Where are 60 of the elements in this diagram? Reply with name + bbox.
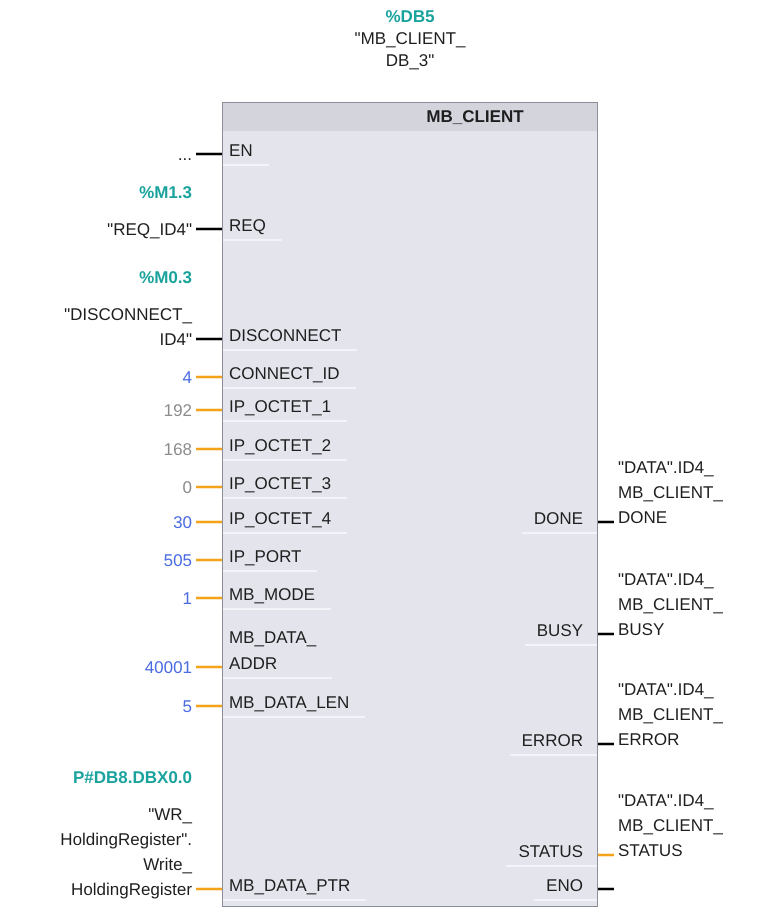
pin-label: IP_OCTET_4 [223, 506, 348, 534]
connection-line [196, 888, 222, 890]
pin-label: DISCONNECT [223, 323, 358, 351]
constant-value: 5 [182, 696, 192, 718]
connection-line [196, 520, 222, 524]
connection-line [196, 666, 222, 668]
connection-line [196, 704, 222, 708]
pin-label: MB_DATA_LEN [223, 690, 366, 718]
pin-label: EN [223, 138, 269, 166]
pin-label: ERROR [510, 728, 597, 756]
pin-label: MB_DATA_ ADDR [223, 625, 332, 679]
connection-line [196, 408, 222, 412]
block-title: MB_CLIENT [223, 103, 597, 131]
instance-db-address: %DB5 [385, 6, 435, 28]
pin-label: IP_OCTET_2 [223, 433, 348, 461]
constant-value: 505 [164, 550, 192, 572]
connection-line [598, 520, 614, 524]
connection-line [598, 742, 614, 746]
constant-value: 40001 [144, 657, 192, 679]
connection-line [196, 448, 222, 450]
tag-name: "DATA".ID4_ MB_CLIENT_ ERROR [618, 679, 723, 751]
pin-label: REQ [223, 213, 282, 241]
pin-label: BUSY [524, 618, 597, 646]
connection-line [196, 228, 222, 230]
tag-name: ... [178, 144, 192, 166]
pin-label: IP_OCTET_1 [223, 394, 348, 422]
pin-label: MB_MODE [223, 582, 331, 610]
tag-name: "DATA".ID4_ MB_CLIENT_ STATUS [618, 790, 723, 862]
pin-label: IP_OCTET_3 [223, 471, 348, 499]
tag-name: "WR_ HoldingRegister". Write_ HoldingRegister [60, 804, 192, 901]
constant-value: 192 [164, 400, 192, 422]
function-block [222, 102, 598, 907]
connection-line [196, 376, 222, 378]
tag-name: "DATA".ID4_ MB_CLIENT_ BUSY [618, 569, 723, 641]
connection-line [196, 596, 222, 600]
constant-value: 0 [182, 477, 192, 499]
connection-line [196, 152, 222, 156]
pin-label: STATUS [506, 839, 597, 867]
constant-value: 168 [164, 439, 192, 461]
connection-line [598, 888, 614, 890]
pin-label: ENO [534, 873, 597, 901]
tag-name: "DISCONNECT_ ID4" [64, 304, 192, 351]
connection-line [196, 338, 222, 340]
connection-line [196, 558, 222, 562]
instance-db-name: "MB_CLIENT_ DB_3" [354, 28, 466, 72]
connection-line [598, 854, 614, 856]
pin-label: MB_DATA_PTR [223, 873, 366, 901]
constant-value: 30 [173, 512, 192, 534]
tag-address: %M1.3 [139, 182, 192, 204]
connection-line [598, 632, 614, 636]
pin-label: IP_PORT [223, 544, 318, 572]
pin-label: CONNECT_ID [223, 361, 356, 389]
tag-address: P#DB8.DBX0.0 [72, 767, 192, 789]
connection-line [196, 486, 222, 488]
constant-value: 1 [182, 588, 192, 610]
pin-label: DONE [522, 506, 597, 534]
tag-name: "REQ_ID4" [107, 219, 192, 241]
constant-value: 4 [182, 367, 192, 389]
tag-address: %M0.3 [139, 267, 192, 289]
tag-name: "DATA".ID4_ MB_CLIENT_ DONE [618, 457, 723, 529]
